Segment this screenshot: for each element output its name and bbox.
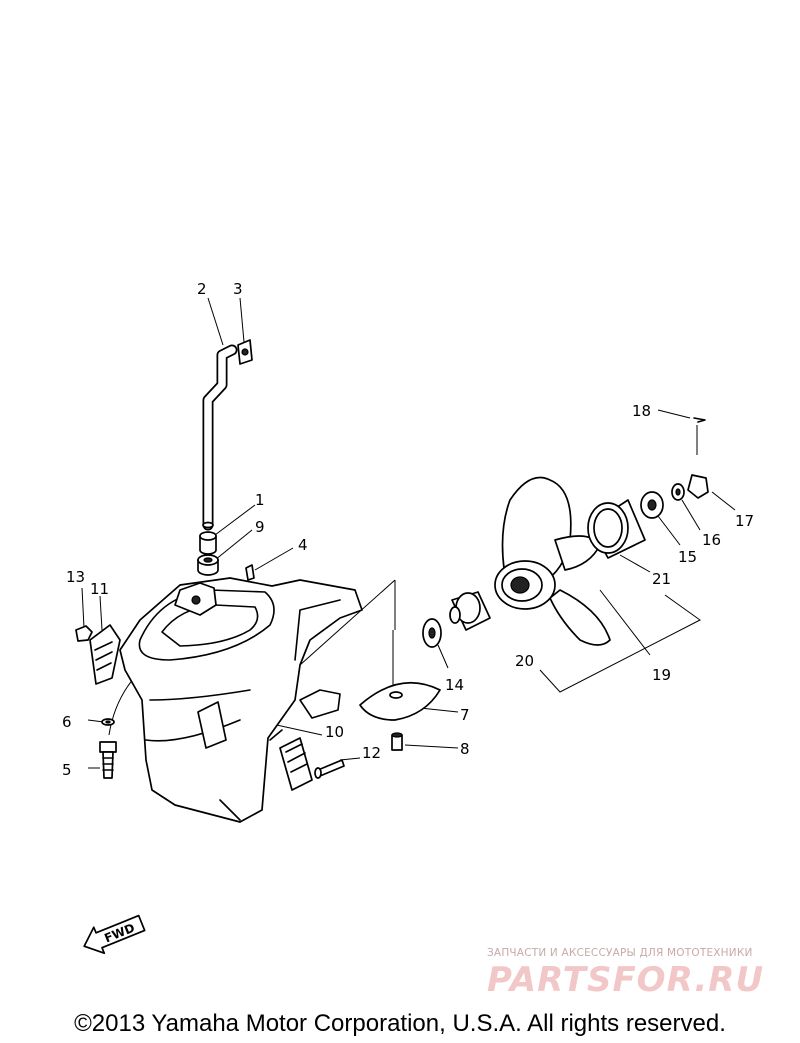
callout-18: 18: [632, 402, 651, 420]
callout-7: 7: [460, 706, 470, 724]
callout-16: 16: [702, 531, 721, 549]
anode-part: [279, 737, 345, 791]
copyright-notice: ©2013 Yamaha Motor Corporation, U.S.A. A…: [74, 1010, 726, 1037]
callout-9: 9: [255, 518, 265, 536]
thrust-washer-part: [422, 618, 442, 648]
callout-3: 3: [233, 280, 243, 298]
bolt-part: [99, 718, 117, 779]
trim-tab-part: [359, 681, 441, 751]
callout-15: 15: [678, 548, 697, 566]
watermark-logo: PARTSFOR.RU: [487, 960, 765, 1000]
callout-5: 5: [62, 761, 72, 779]
callout-2: 2: [197, 280, 207, 298]
callout-13: 13: [66, 568, 85, 586]
nut-part: [640, 417, 709, 519]
cover-part: [75, 624, 121, 685]
spacer-part: [587, 499, 646, 559]
callout-labels: 2 3 1 9 4 13 11 6 5 10 12 8 7 14 20 19 2…: [62, 280, 754, 779]
callout-14: 14: [445, 676, 464, 694]
pin-part: [245, 564, 255, 581]
callout-21: 21: [652, 570, 671, 588]
callout-20: 20: [515, 652, 534, 670]
lower-casing-part: [119, 577, 363, 823]
callout-1: 1: [255, 491, 265, 509]
callout-6: 6: [62, 713, 72, 731]
callout-12: 12: [362, 744, 381, 762]
seal-part: [197, 531, 219, 576]
grommet-part: [237, 339, 253, 365]
callout-4: 4: [298, 536, 308, 554]
bushing-part: [449, 591, 491, 631]
callout-19: 19: [652, 666, 671, 684]
water-tube-part: [202, 344, 238, 531]
forward-arrow: FWD: [83, 914, 146, 955]
arrow-left-icon: [83, 914, 146, 955]
watermark-subtitle: ЗАПЧАСТИ И АКСЕССУАРЫ ДЛЯ МОТОТЕХНИКИ: [487, 947, 753, 959]
callout-17: 17: [735, 512, 754, 530]
callout-10: 10: [325, 723, 344, 741]
propeller-part: [494, 476, 611, 646]
callout-11: 11: [90, 580, 109, 598]
callout-8: 8: [460, 740, 470, 758]
